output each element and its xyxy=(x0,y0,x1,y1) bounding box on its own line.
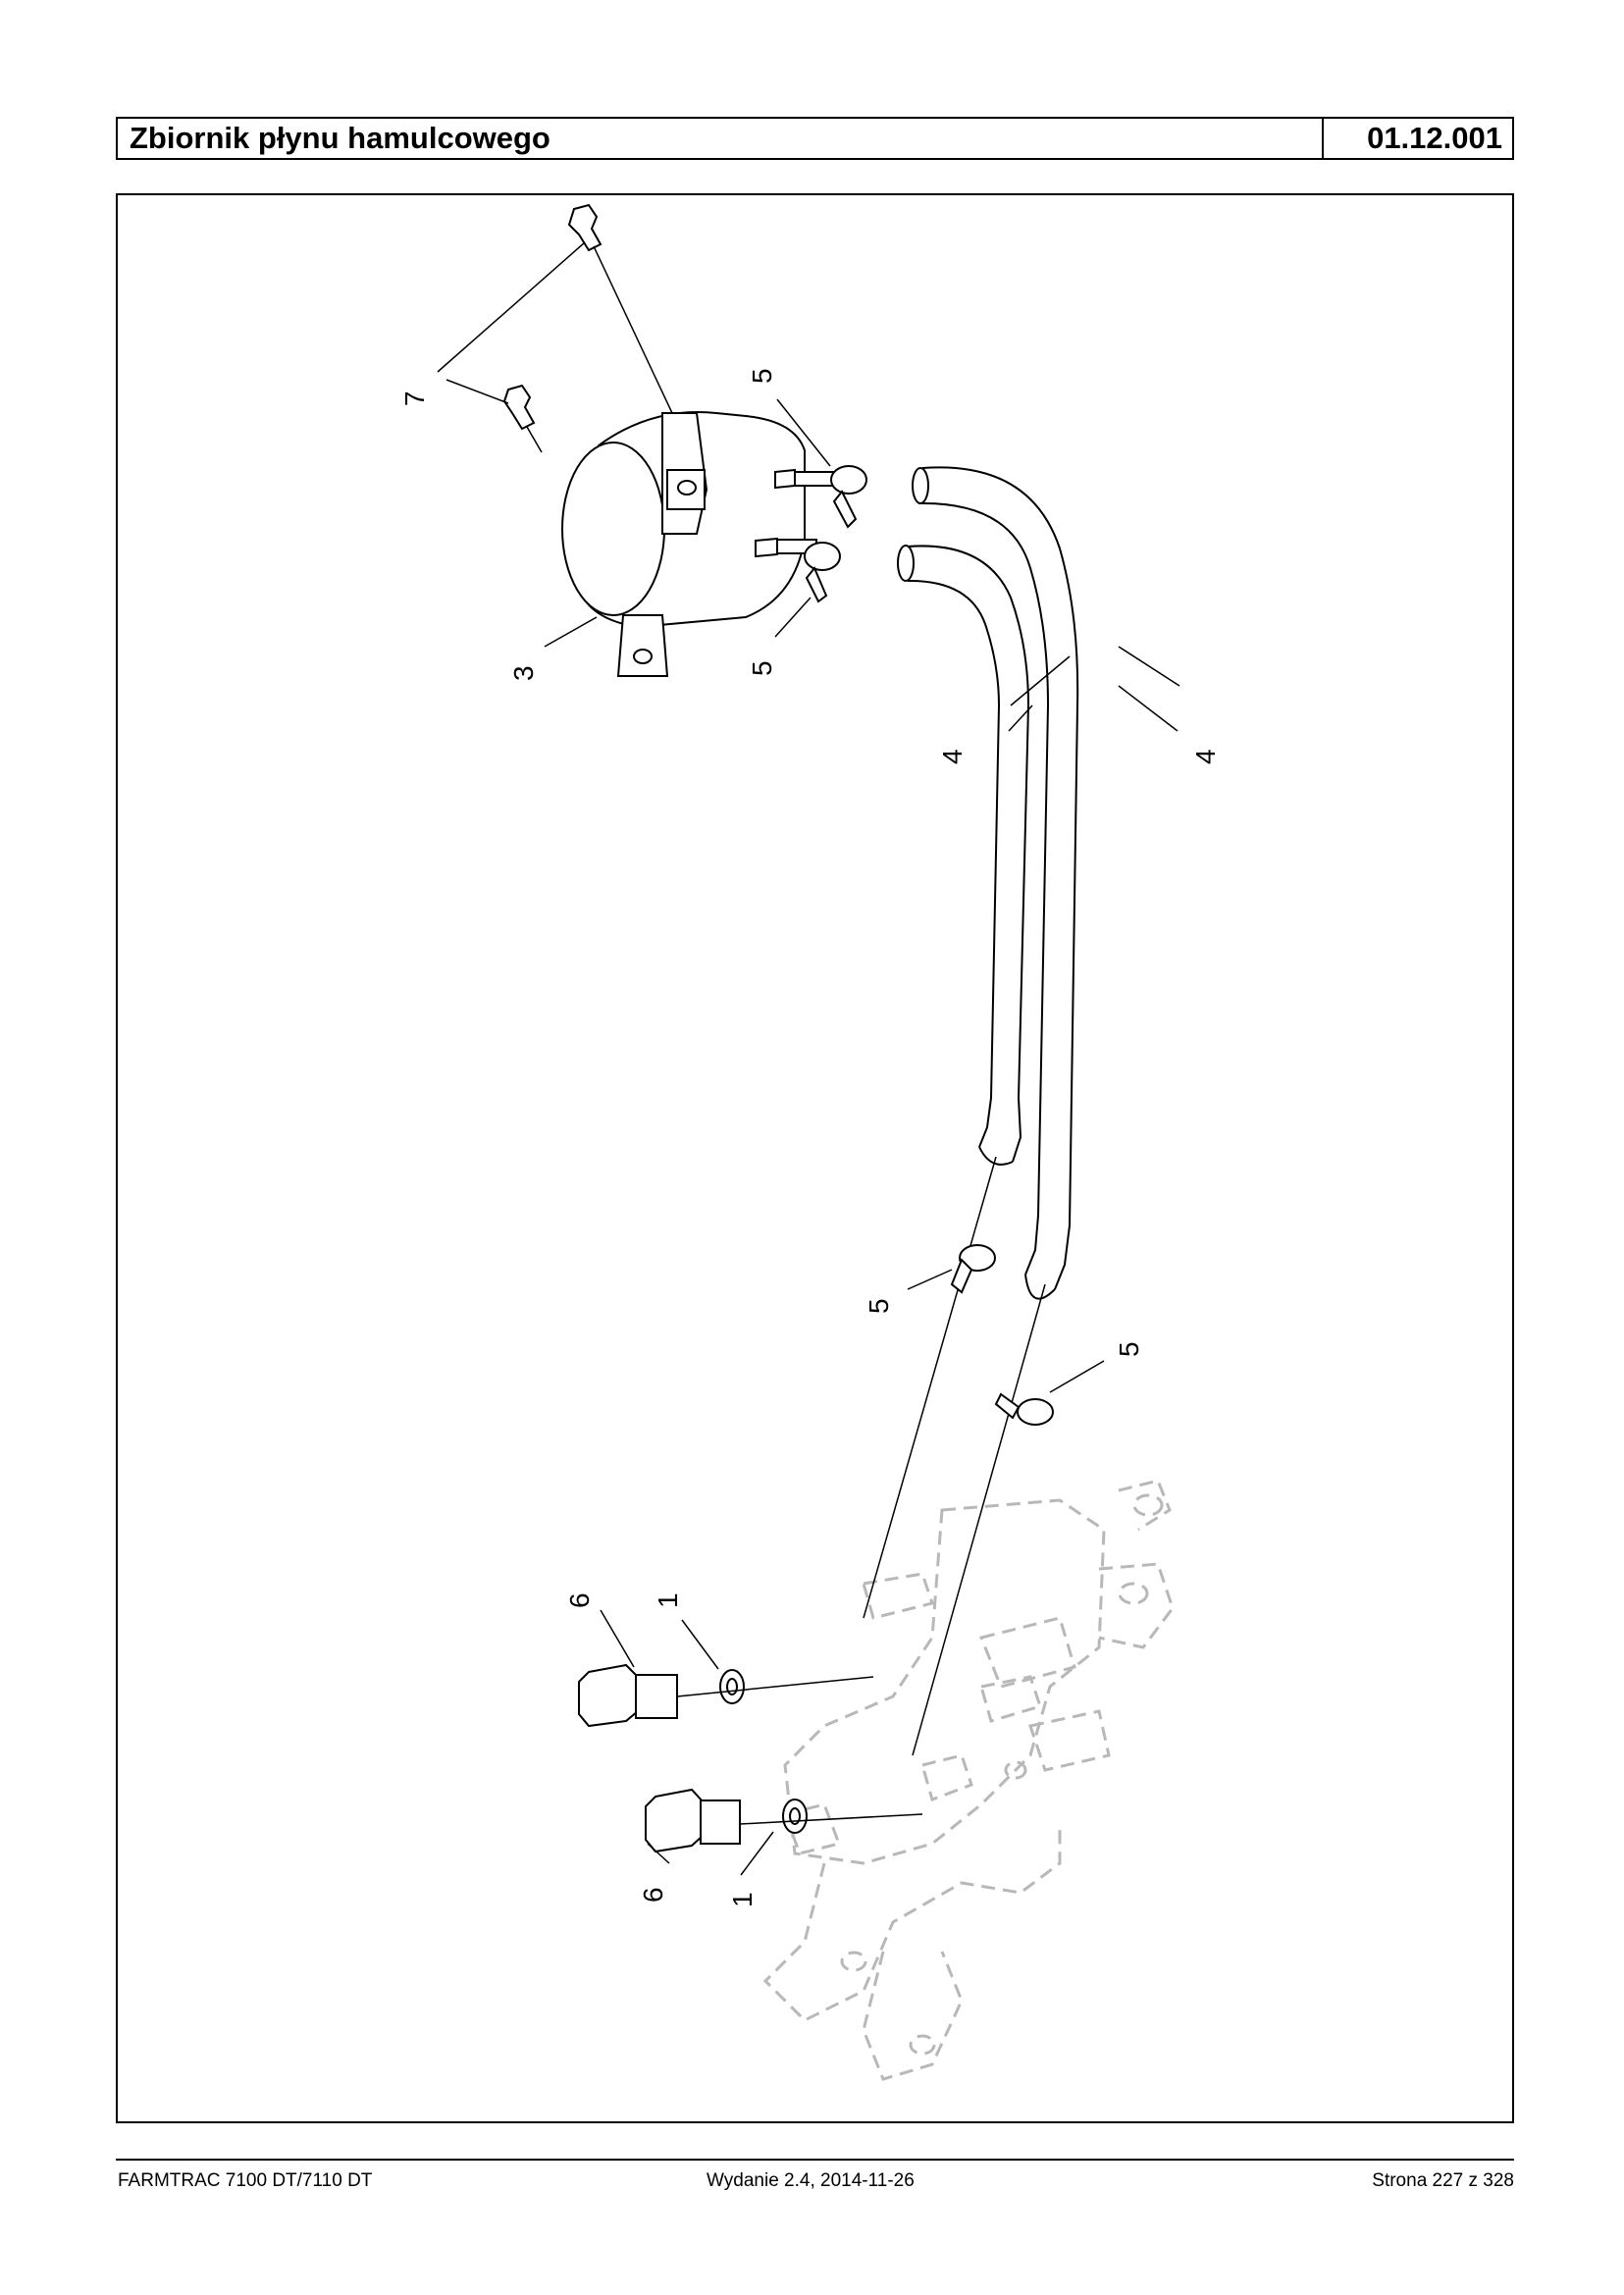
diagram-frame: 7 3 5 5 4 4 5 5 6 1 6 1 xyxy=(116,193,1514,2123)
page-title: Zbiornik płynu hamulcowego xyxy=(118,119,1324,158)
footer-edition: Wydanie 2.4, 2014-11-26 xyxy=(707,2170,915,2191)
bolt-leader-lines xyxy=(437,241,673,453)
label-3: 3 xyxy=(508,665,539,681)
footer-page-number: Strona 227 z 328 xyxy=(1372,2170,1514,2191)
parts-diagram: 7 3 5 5 4 4 5 5 6 1 6 1 xyxy=(399,203,1221,2081)
label-5-upper-a: 5 xyxy=(747,368,777,384)
part-code: 01.12.001 xyxy=(1367,121,1502,155)
label-1-lower: 1 xyxy=(727,1892,758,1907)
label-7: 7 xyxy=(399,391,430,406)
label-5-upper-b: 5 xyxy=(747,660,777,676)
washers xyxy=(719,1669,808,1834)
header: Zbiornik płynu hamulcowego 01.12.001 xyxy=(116,117,1514,160)
hose-clamps xyxy=(804,465,1054,1426)
label-6-lower: 6 xyxy=(638,1887,668,1903)
label-6-upper: 6 xyxy=(564,1592,595,1608)
label-1-upper: 1 xyxy=(653,1592,683,1608)
label-5-mid-right: 5 xyxy=(1114,1341,1144,1357)
brake-hoses xyxy=(897,466,1079,1300)
mounting-bolts xyxy=(502,203,602,431)
banjo-leader-lines xyxy=(600,1609,923,1876)
footer-model: FARMTRAC 7100 DT/7110 DT xyxy=(118,2170,373,2191)
label-5-mid-left: 5 xyxy=(864,1298,894,1314)
label-4-left: 4 xyxy=(937,749,968,764)
label-4-right: 4 xyxy=(1190,749,1221,764)
brake-lines xyxy=(863,1156,1046,1756)
master-cylinder-ghost xyxy=(762,1479,1175,2081)
brake-fluid-reservoir xyxy=(561,410,806,677)
footer-divider xyxy=(116,2159,1514,2161)
clamp-leader-lines xyxy=(544,398,1180,1393)
banjo-bolts xyxy=(578,1663,741,1853)
